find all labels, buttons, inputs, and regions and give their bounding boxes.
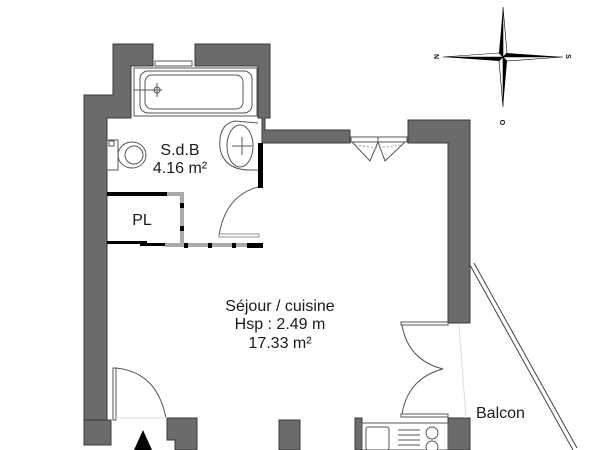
room-height: Hsp : 2.49 m bbox=[234, 316, 326, 334]
room-label-sdb: S.d.B 4.16 m² bbox=[130, 142, 230, 179]
walls bbox=[83, 43, 471, 450]
compass-north-label: N bbox=[432, 53, 440, 60]
room-area: 4.16 m² bbox=[152, 160, 208, 178]
room-label-sejour: Séjour / cuisine Hsp : 2.49 m 17.33 m² bbox=[180, 298, 380, 353]
room-name: Séjour / cuisine bbox=[225, 298, 335, 315]
room-label-pl: PL bbox=[112, 212, 172, 230]
bathroom-partitions bbox=[107, 143, 263, 248]
room-name: PL bbox=[132, 212, 152, 229]
compass-south-label: S bbox=[563, 54, 571, 59]
compass-west-label: O bbox=[498, 119, 506, 126]
room-area: 17.33 m² bbox=[248, 334, 312, 352]
compass-rose-icon bbox=[442, 6, 564, 108]
balcony-railing bbox=[469, 262, 578, 450]
room-name: S.d.B bbox=[160, 142, 200, 159]
room-name: Balcon bbox=[476, 405, 525, 422]
sink bbox=[219, 120, 259, 171]
room-label-balcon: Balcon bbox=[476, 405, 556, 423]
toilet bbox=[106, 139, 147, 171]
window-top bbox=[350, 136, 408, 162]
entrance-arrow-icon bbox=[134, 430, 152, 450]
bathtub bbox=[133, 60, 258, 117]
kitchenette bbox=[361, 422, 449, 450]
entrance-door bbox=[112, 367, 167, 421]
balcony-door bbox=[400, 321, 467, 419]
